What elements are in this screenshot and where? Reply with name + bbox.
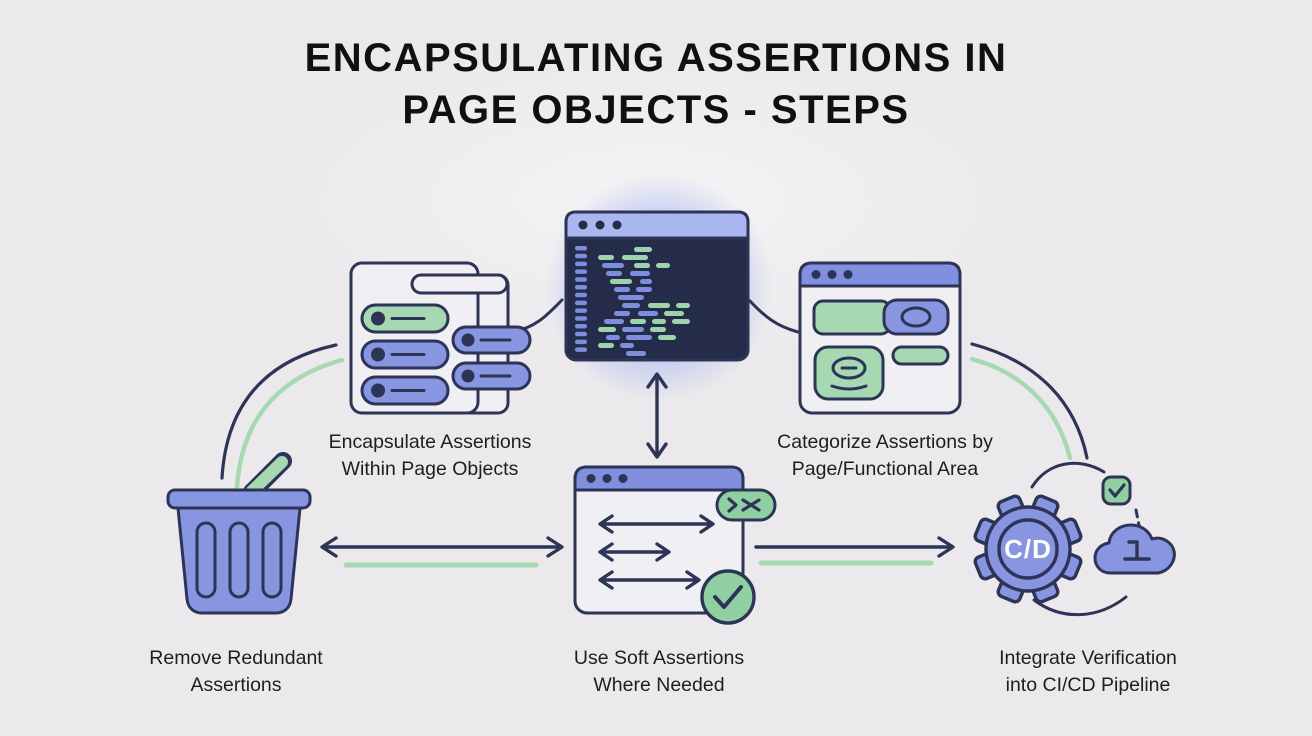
curve-editor-to-browser — [748, 299, 800, 334]
window-dot — [612, 220, 622, 230]
list-item-green — [360, 303, 450, 334]
page-objects-card-icon — [349, 261, 532, 415]
window-dot — [843, 270, 853, 279]
step-label-soft-assertions: Use Soft Assertions Where Needed — [573, 647, 745, 696]
trash-icon — [166, 452, 312, 615]
window-dot — [578, 220, 588, 230]
connector-arcs-left — [220, 343, 345, 490]
section-green-card — [813, 345, 885, 401]
window-dot — [811, 270, 821, 279]
page-title-line1: ENCAPSULATING ASSERTIONS IN — [304, 36, 1008, 80]
page-title-line2: PAGE OBJECTS - STEPS — [402, 88, 910, 132]
section-blue-toggle — [882, 298, 950, 336]
window-dot — [586, 474, 596, 483]
trash-body — [176, 506, 302, 615]
arrow-editor-soft-vertical — [646, 372, 668, 459]
step-label-integrate-cicd: Integrate Verification into CI/CD Pipeli… — [999, 647, 1177, 696]
step-label-categorize: Categorize Assertions by Page/Functional… — [777, 431, 993, 480]
window-dot — [595, 220, 605, 230]
browser-titlebar — [573, 465, 745, 492]
check-square-icon — [1101, 475, 1132, 506]
trash-slot — [195, 521, 217, 599]
trash-slot — [261, 521, 283, 599]
test-badge — [715, 488, 777, 522]
side-item-blue-1 — [451, 325, 532, 355]
browser-double-arrows-icon — [573, 465, 777, 625]
page-title: ENCAPSULATING ASSERTIONS IN PAGE OBJECTS… — [0, 32, 1312, 136]
editor-titlebar — [564, 210, 750, 240]
arrow-soft-cicd — [754, 536, 955, 566]
double-arrows — [598, 514, 715, 590]
trash-slot — [228, 521, 250, 599]
card-tab — [410, 273, 509, 295]
cloud-commit-glyph — [1123, 540, 1151, 561]
trash-lid — [166, 488, 312, 510]
browser-titlebar — [798, 261, 962, 288]
window-dot — [602, 474, 612, 483]
step-label-remove-redundant: Remove Redundant Assertions — [149, 647, 323, 696]
window-dot — [618, 474, 628, 483]
list-item-blue-1 — [360, 339, 450, 370]
list-item-blue-2 — [360, 375, 450, 406]
section-green-bar — [812, 299, 892, 336]
trash-handle-stick — [243, 452, 292, 501]
categorized-browser-icon — [798, 261, 962, 415]
gear-cloud-icon: C/D — [973, 475, 1176, 604]
editor-line-numbers — [575, 246, 587, 352]
connector-arcs-right — [969, 342, 1089, 461]
window-dot — [827, 270, 837, 279]
gear-cycle-arcs — [1030, 461, 1141, 617]
cloud-icon — [1093, 523, 1176, 575]
check-circle-icon — [700, 569, 756, 625]
editor-code-lines — [598, 247, 690, 356]
side-item-blue-2 — [451, 361, 532, 391]
arrow-trash-soft — [320, 536, 564, 568]
section-green-pill — [891, 345, 950, 366]
step-label-encapsulate: Encapsulate Assertions Within Page Objec… — [328, 431, 532, 480]
cicd-gear: C/D — [973, 494, 1083, 604]
gear-label: C/D — [1004, 534, 1052, 564]
code-editor-icon — [564, 210, 750, 362]
